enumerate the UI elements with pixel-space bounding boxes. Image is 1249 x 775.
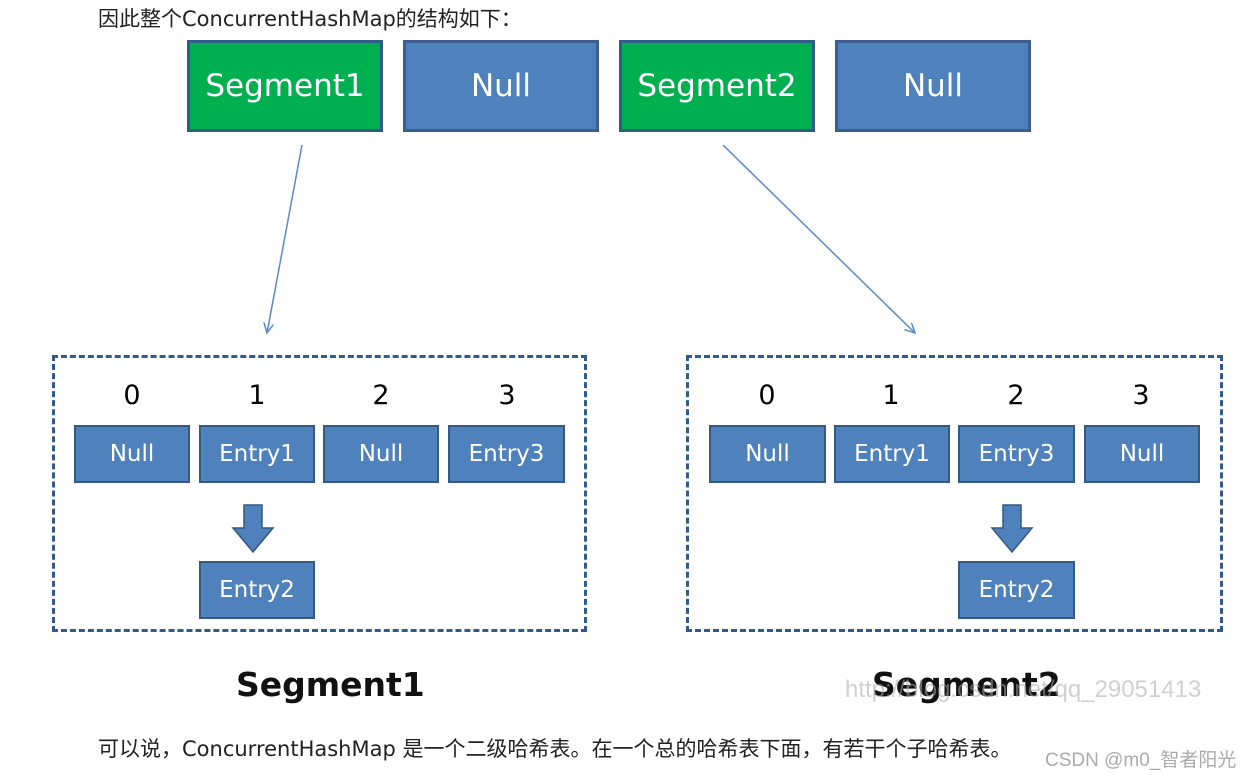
seg1-chained-entry: Entry2 [199,561,315,619]
seg2-slot-1: Entry1 [834,425,950,483]
seg2-slot-2: Entry3 [958,425,1075,483]
seg1-slot-0: Null [74,425,190,483]
seg2-chained-entry: Entry2 [958,561,1075,619]
seg2-slot-0: Null [709,425,826,483]
seg1-slot-1: Entry1 [199,425,315,483]
watermark-url: http://blog.csdn.net/qq_29051413 [845,676,1202,703]
top-null-box-2: Null [835,40,1031,132]
arrow-segment2 [722,144,915,333]
segment1-frame [52,355,587,632]
seg1-slot-3: Entry3 [448,425,565,483]
seg2-caption: Segment2 [872,665,1061,704]
top-null-box-1: Null [403,40,599,132]
down-arrow-seg1 [231,504,275,554]
seg1-index-2: 2 [372,380,390,411]
top-segment1-box: Segment1 [187,40,383,132]
seg2-index-0: 0 [758,380,776,411]
seg1-index-1: 1 [248,380,266,411]
segment2-frame [686,355,1223,632]
seg2-index-2: 2 [1007,380,1025,411]
down-arrow-seg2 [990,504,1034,554]
seg1-caption: Segment1 [236,665,425,704]
seg1-slot-2: Null [323,425,439,483]
seg1-index-0: 0 [123,380,141,411]
csdn-credit: CSDN @m0_智者阳光 [1045,750,1237,771]
outro-text: 可以说，ConcurrentHashMap 是一个二级哈希表。在一个总的哈希表下… [98,737,1012,761]
seg2-slot-3: Null [1084,425,1200,483]
seg2-index-3: 3 [1132,380,1150,411]
arrow-segment1 [267,144,303,333]
top-segment2-box: Segment2 [619,40,815,132]
seg1-index-3: 3 [498,380,516,411]
seg2-index-1: 1 [882,380,900,411]
intro-text: 因此整个ConcurrentHashMap的结构如下： [98,7,522,31]
